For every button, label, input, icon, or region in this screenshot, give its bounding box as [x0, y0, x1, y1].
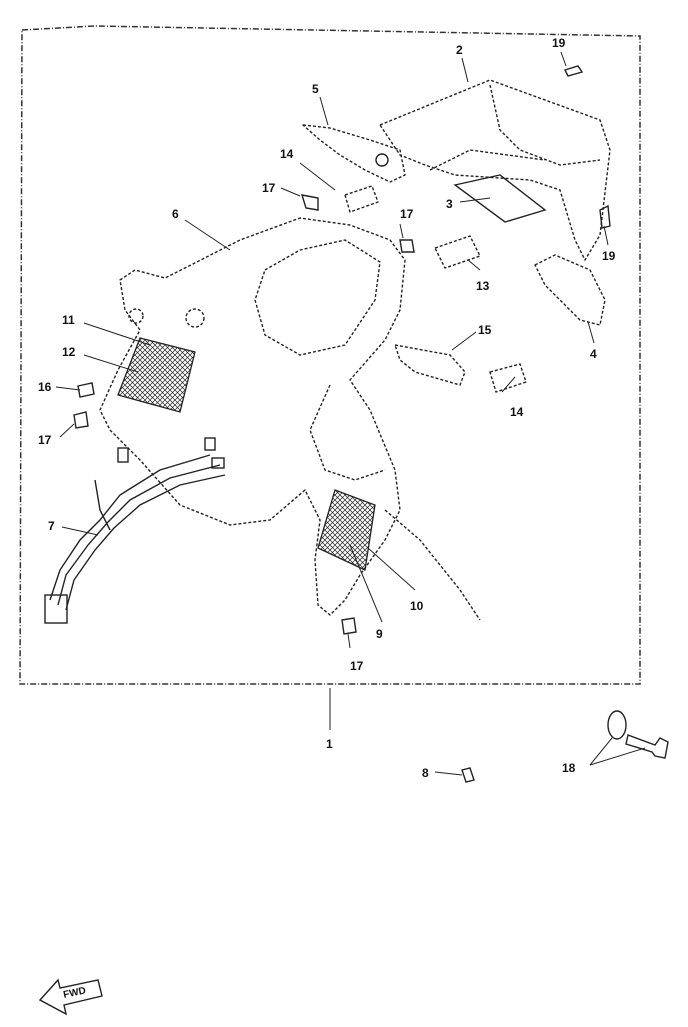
callout-6: 6: [172, 207, 179, 221]
callout-9: 9: [376, 627, 383, 641]
callout-17-c: 17: [38, 433, 52, 447]
callout-14-upper: 14: [280, 147, 294, 161]
bracket-hole: [375, 153, 389, 167]
side-cover: [534, 254, 606, 326]
wire-harness: [44, 437, 226, 624]
inner-fender: [99, 217, 406, 616]
callout-11: 11: [62, 313, 75, 327]
bolt-19b: [599, 204, 611, 229]
leader-lines: [55, 51, 646, 776]
grommet-14a: [344, 185, 379, 213]
callout-19-lower: 19: [602, 249, 616, 263]
bracket: [302, 124, 406, 183]
callout-15: 15: [478, 323, 492, 337]
callout-1: 1: [326, 737, 333, 751]
bolt-19a: [564, 65, 584, 77]
washer-bolt-18: [607, 710, 669, 759]
grommet-13: [434, 235, 481, 269]
callout-4: 4: [590, 347, 597, 361]
fwd-label: FWD: [62, 985, 87, 1000]
reflector-left: [117, 337, 196, 413]
clip-17a: [300, 194, 319, 211]
callout-17-a: 17: [262, 181, 276, 195]
grommet-14b: [489, 363, 527, 393]
reflector-right: [317, 489, 376, 571]
damper-15: [394, 344, 466, 386]
callout-18: 18: [562, 761, 576, 775]
clip-17d: [341, 617, 357, 635]
callout-16: 16: [38, 380, 52, 394]
callout-17-b: 17: [400, 207, 414, 221]
callout-2: 2: [456, 43, 463, 57]
callout-14-lower: 14: [510, 405, 524, 419]
screw-16: [77, 382, 95, 398]
clip-17b: [399, 239, 415, 253]
screw-8: [461, 767, 475, 783]
callout-5: 5: [312, 82, 319, 96]
callout-12: 12: [62, 345, 76, 359]
callout-13: 13: [476, 279, 490, 293]
fwd-arrow-icon: FWD: [38, 978, 103, 1016]
callout-17-d: 17: [350, 659, 364, 673]
callout-8: 8: [422, 766, 429, 780]
plate: [453, 174, 547, 223]
callout-19-upper: 19: [552, 36, 566, 50]
callout-3: 3: [446, 197, 453, 211]
mudguard-extension: [384, 509, 481, 621]
clip-17c: [73, 411, 89, 429]
callout-10: 10: [410, 599, 424, 613]
callout-7: 7: [48, 519, 55, 533]
tail-cowl-rear: [379, 79, 611, 261]
assembly-frame: [19, 25, 641, 685]
